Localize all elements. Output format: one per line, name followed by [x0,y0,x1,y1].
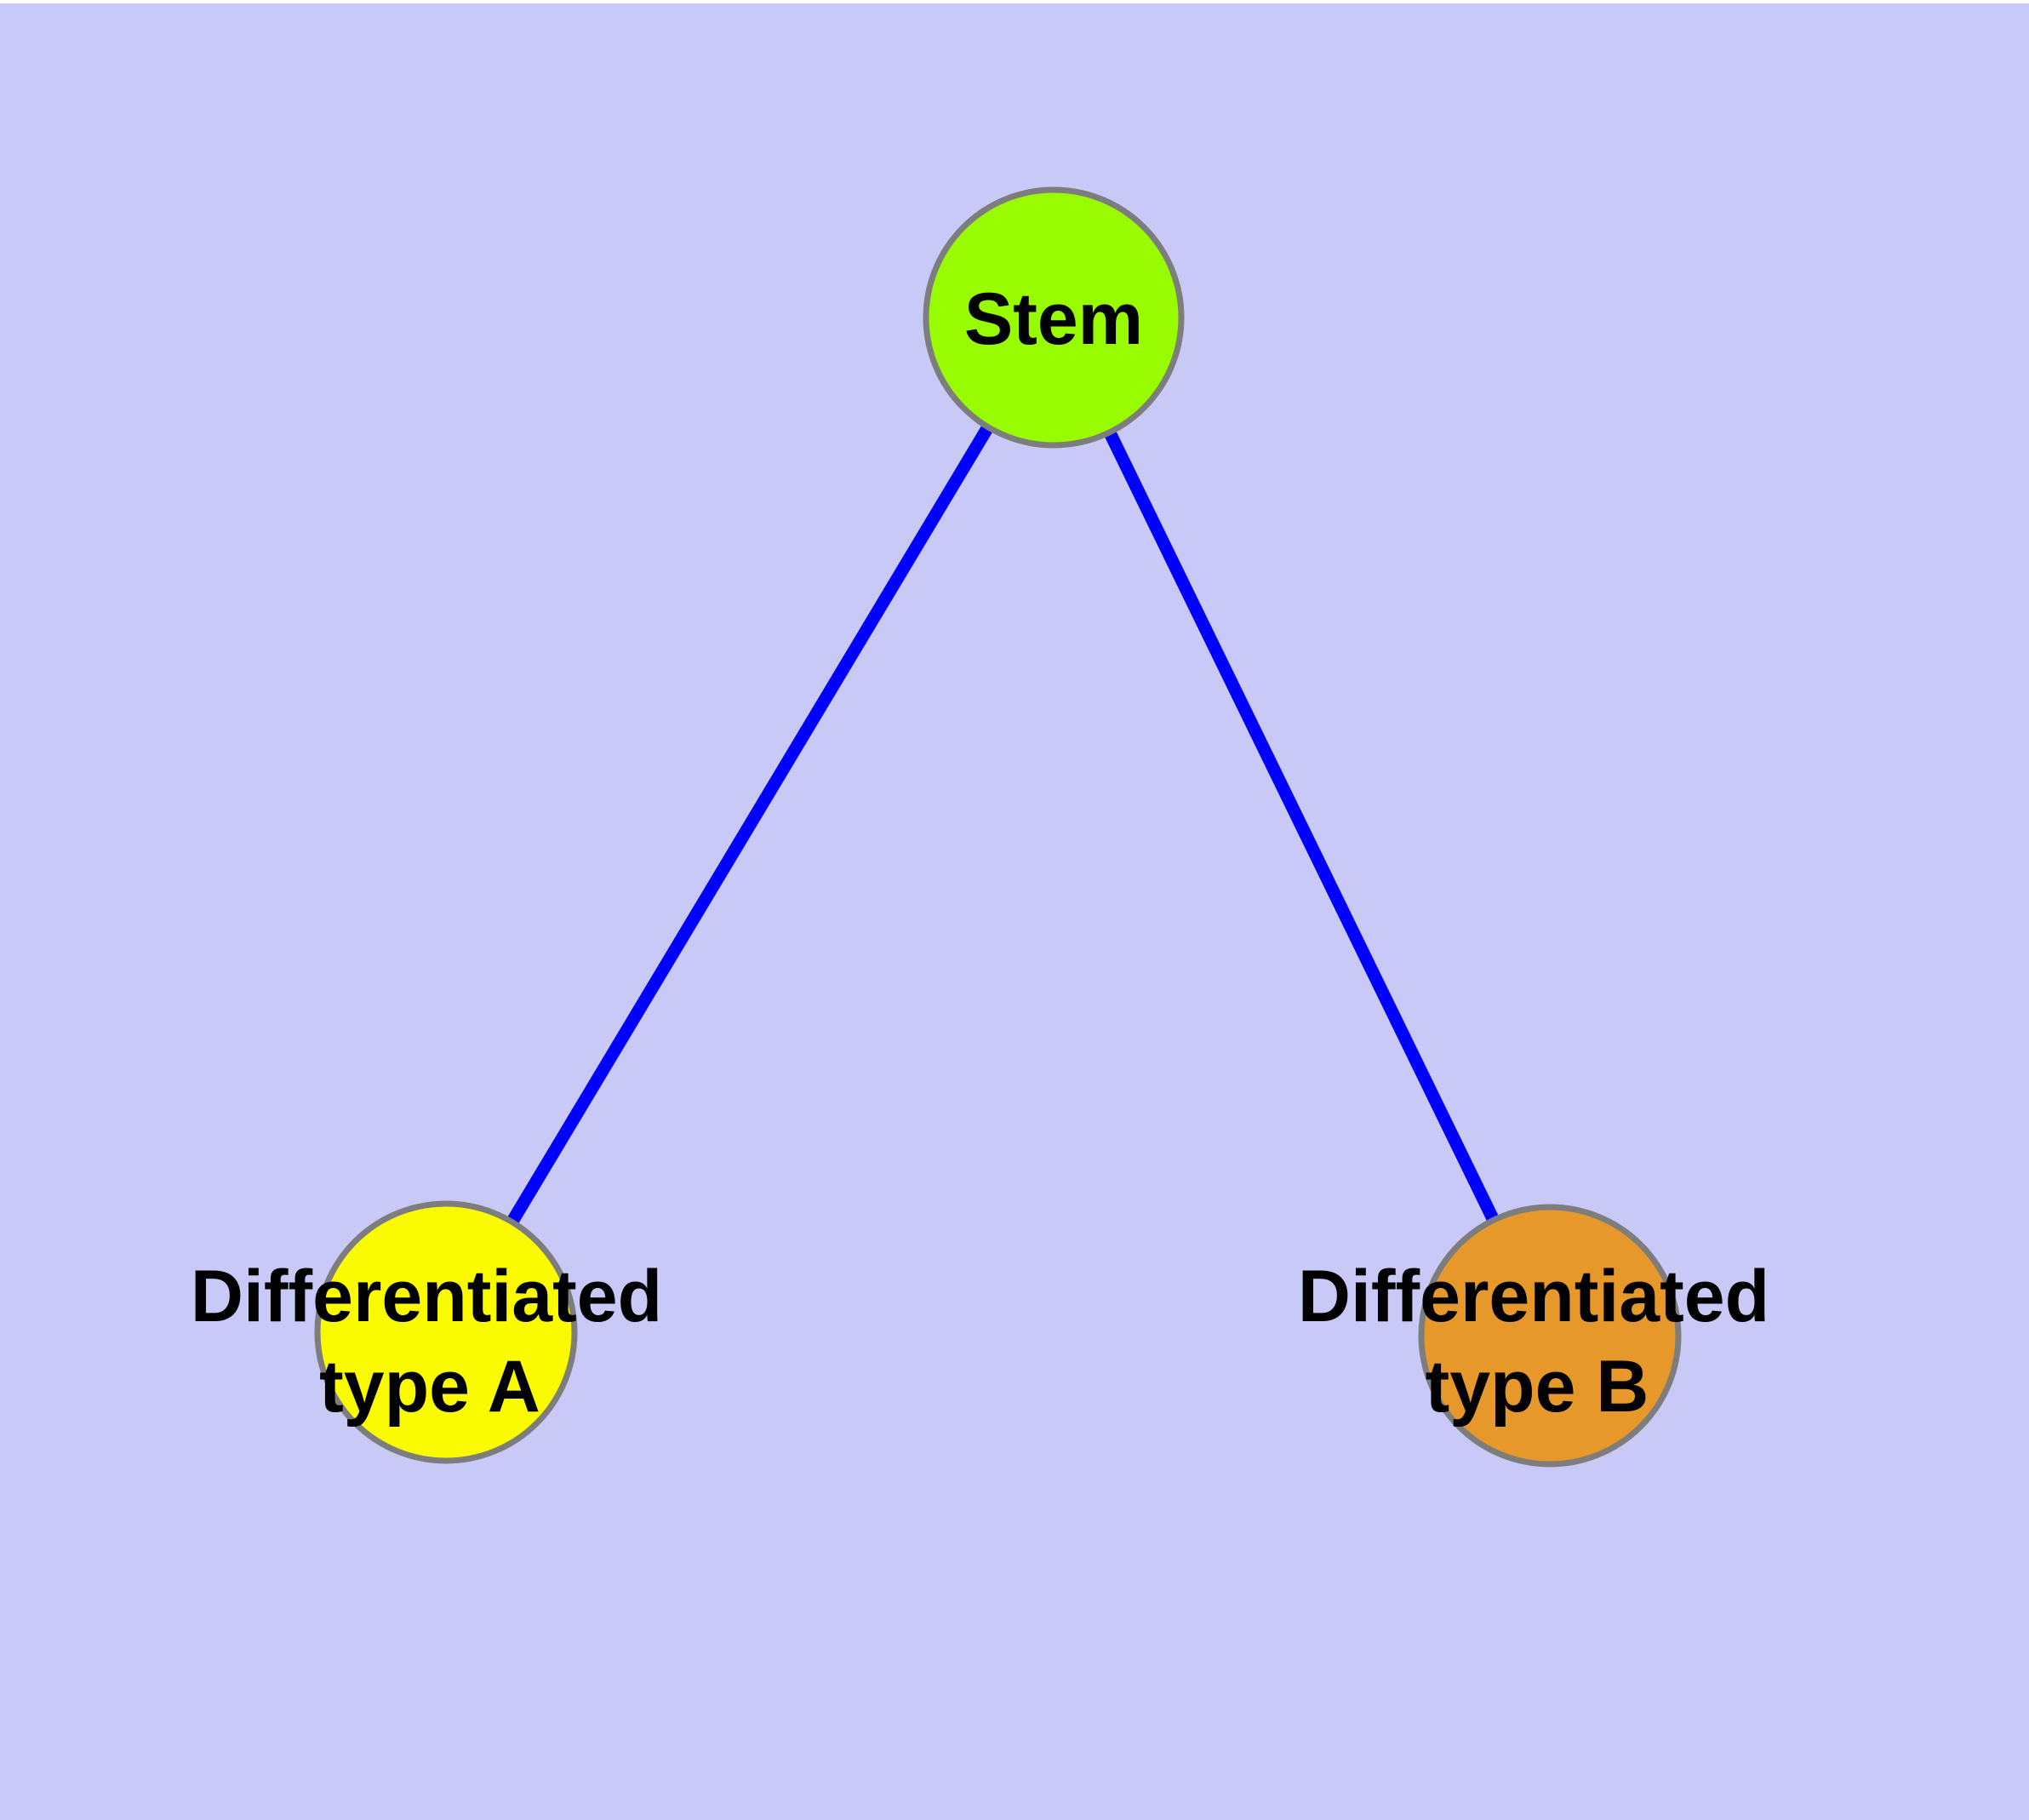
node-type-a-label-line1: Differentiated [191,1256,662,1337]
node-stem-label: Stem [964,278,1143,360]
edge-stem-to-type-b [1048,314,1556,1339]
node-type-b-circle [1418,1204,1682,1468]
node-type-b-label-line2: type B [1426,1346,1649,1428]
node-type-a-circle [314,1200,578,1464]
node-type-a-label-line2: type A [319,1346,540,1428]
node-type-b-label-line1: Differentiated [1298,1256,1769,1337]
node-stem-circle [923,186,1185,449]
edge-stem-to-type-a [440,314,1060,1336]
